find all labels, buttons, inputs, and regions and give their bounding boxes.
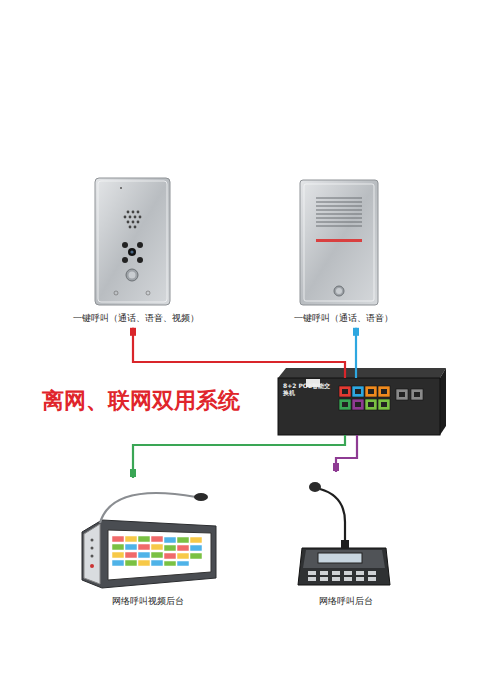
- network-cable: [133, 435, 345, 478]
- intercom-unit: 一键呼叫（通话、语音、视频）: [58, 178, 214, 328]
- text-holder: 一键呼叫（通话、语音）: [275, 178, 411, 324]
- switch-box: 8+2 POE智能交换机: [278, 378, 440, 435]
- cable-plug: [333, 463, 339, 471]
- call-console: [298, 482, 390, 585]
- device-caption: 网络呼叫视频后台: [70, 596, 226, 607]
- console-unit: 网络呼叫视频后台: [70, 478, 226, 611]
- device-label: 8+2 POE智能交换机: [278, 378, 335, 396]
- voice-intercom: [300, 180, 378, 305]
- network-cable: [133, 328, 345, 378]
- cable-plug: [353, 328, 359, 336]
- console-unit: 网络呼叫后台: [280, 472, 412, 611]
- device-caption: 网络呼叫后台: [280, 596, 412, 607]
- video-intercom: [95, 178, 170, 305]
- cable-group: [353, 328, 359, 378]
- intercom-unit: 一键呼叫（通话、语音）: [275, 178, 411, 328]
- system-title: 离网、联网双用系统: [42, 386, 240, 416]
- video-console: [82, 493, 216, 588]
- cable-group: [333, 435, 357, 472]
- text-holder: 网络呼叫视频后台: [70, 478, 226, 607]
- network-cable: [336, 435, 357, 472]
- text-holder: 一键呼叫（通话、语音、视频）: [58, 178, 214, 324]
- poe-switch: [278, 368, 446, 435]
- cable-group: [130, 328, 345, 378]
- device-caption: 一键呼叫（通话、语音、视频）: [58, 313, 214, 324]
- cable-group: [130, 435, 345, 478]
- device-caption: 一键呼叫（通话、语音）: [275, 313, 411, 324]
- text-holder: 网络呼叫后台: [280, 472, 412, 607]
- cable-plug: [130, 469, 136, 477]
- cable-plug: [130, 328, 136, 336]
- text-holder: 8+2 POE智能交换机: [278, 378, 440, 396]
